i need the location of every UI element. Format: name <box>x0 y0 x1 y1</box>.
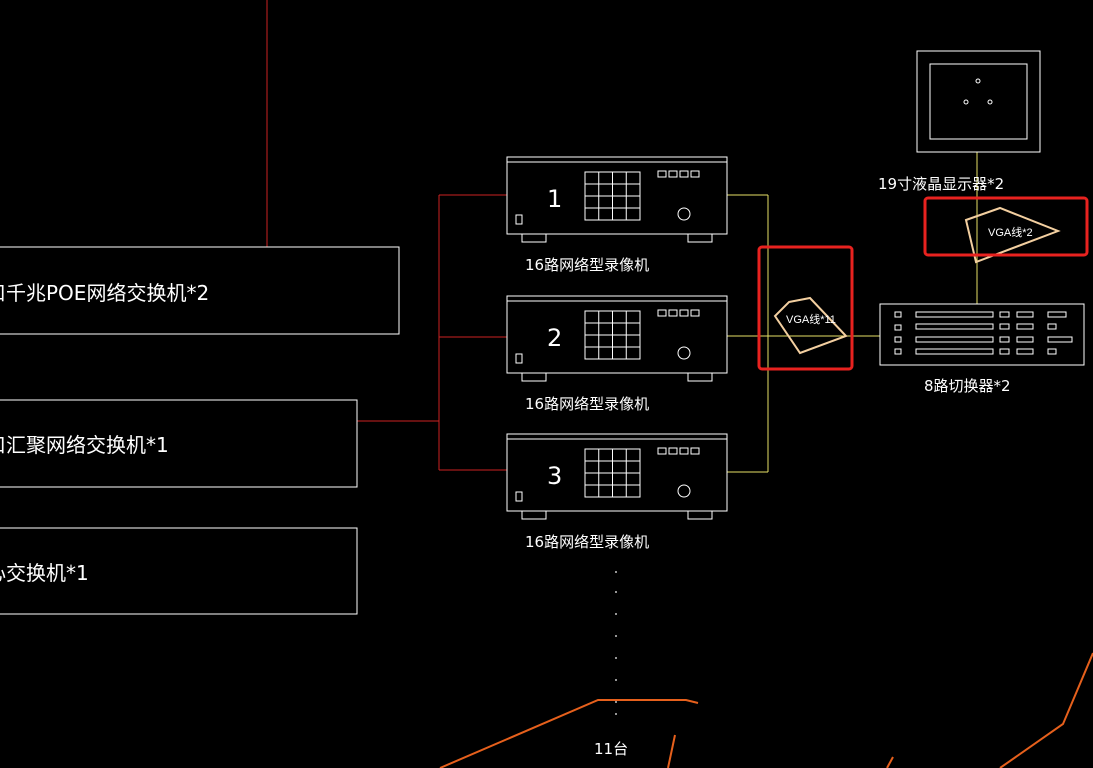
vga-switcher <box>879 303 1085 366</box>
nvr-3: 3 16路网络型录像机 <box>506 433 728 551</box>
vga-annotation-2-text: VGA线*2 <box>988 225 1033 239</box>
poe-switch-label: 口千兆POE网络交换机*2 <box>0 281 209 305</box>
highlight-box <box>923 196 1089 257</box>
nvr-number: 3 <box>547 462 562 490</box>
nvr-number: 1 <box>547 185 562 213</box>
video-cables <box>727 152 978 473</box>
poe-switch: 口千兆POE网络交换机*2 <box>0 246 400 335</box>
lcd-monitor <box>916 50 1041 153</box>
aggregation-switch-label: 口汇聚网络交换机*1 <box>0 433 169 457</box>
switcher-label: 8路切换器*2 <box>924 377 1011 395</box>
nvr-1: 1 16路网络型录像机 <box>506 156 728 274</box>
core-switch: 心交换机*1 <box>0 527 358 615</box>
continuation-dots <box>615 571 617 715</box>
vga-annotation-2: VGA线*2 <box>923 196 1089 264</box>
nvr-label: 16路网络型录像机 <box>525 533 649 551</box>
vga-annotation-1-text: VGA线*11 <box>786 312 836 326</box>
vga-annotation-1: VGA线*11 <box>757 245 854 371</box>
recorder-count: 11台 <box>594 740 628 758</box>
core-switch-label: 心交换机*1 <box>0 561 89 585</box>
nvr-number: 2 <box>547 324 562 352</box>
monitor-label: 19寸液晶显示器*2 <box>878 175 1004 193</box>
nvr-label: 16路网络型录像机 <box>525 395 649 413</box>
nvr-2: 2 16路网络型录像机 <box>506 295 728 413</box>
highlight-box <box>757 245 854 371</box>
orange-outlines <box>439 652 1093 768</box>
nvr-label: 16路网络型录像机 <box>525 256 649 274</box>
aggregation-switch: 口汇聚网络交换机*1 <box>0 399 358 488</box>
network-cables <box>266 0 507 471</box>
